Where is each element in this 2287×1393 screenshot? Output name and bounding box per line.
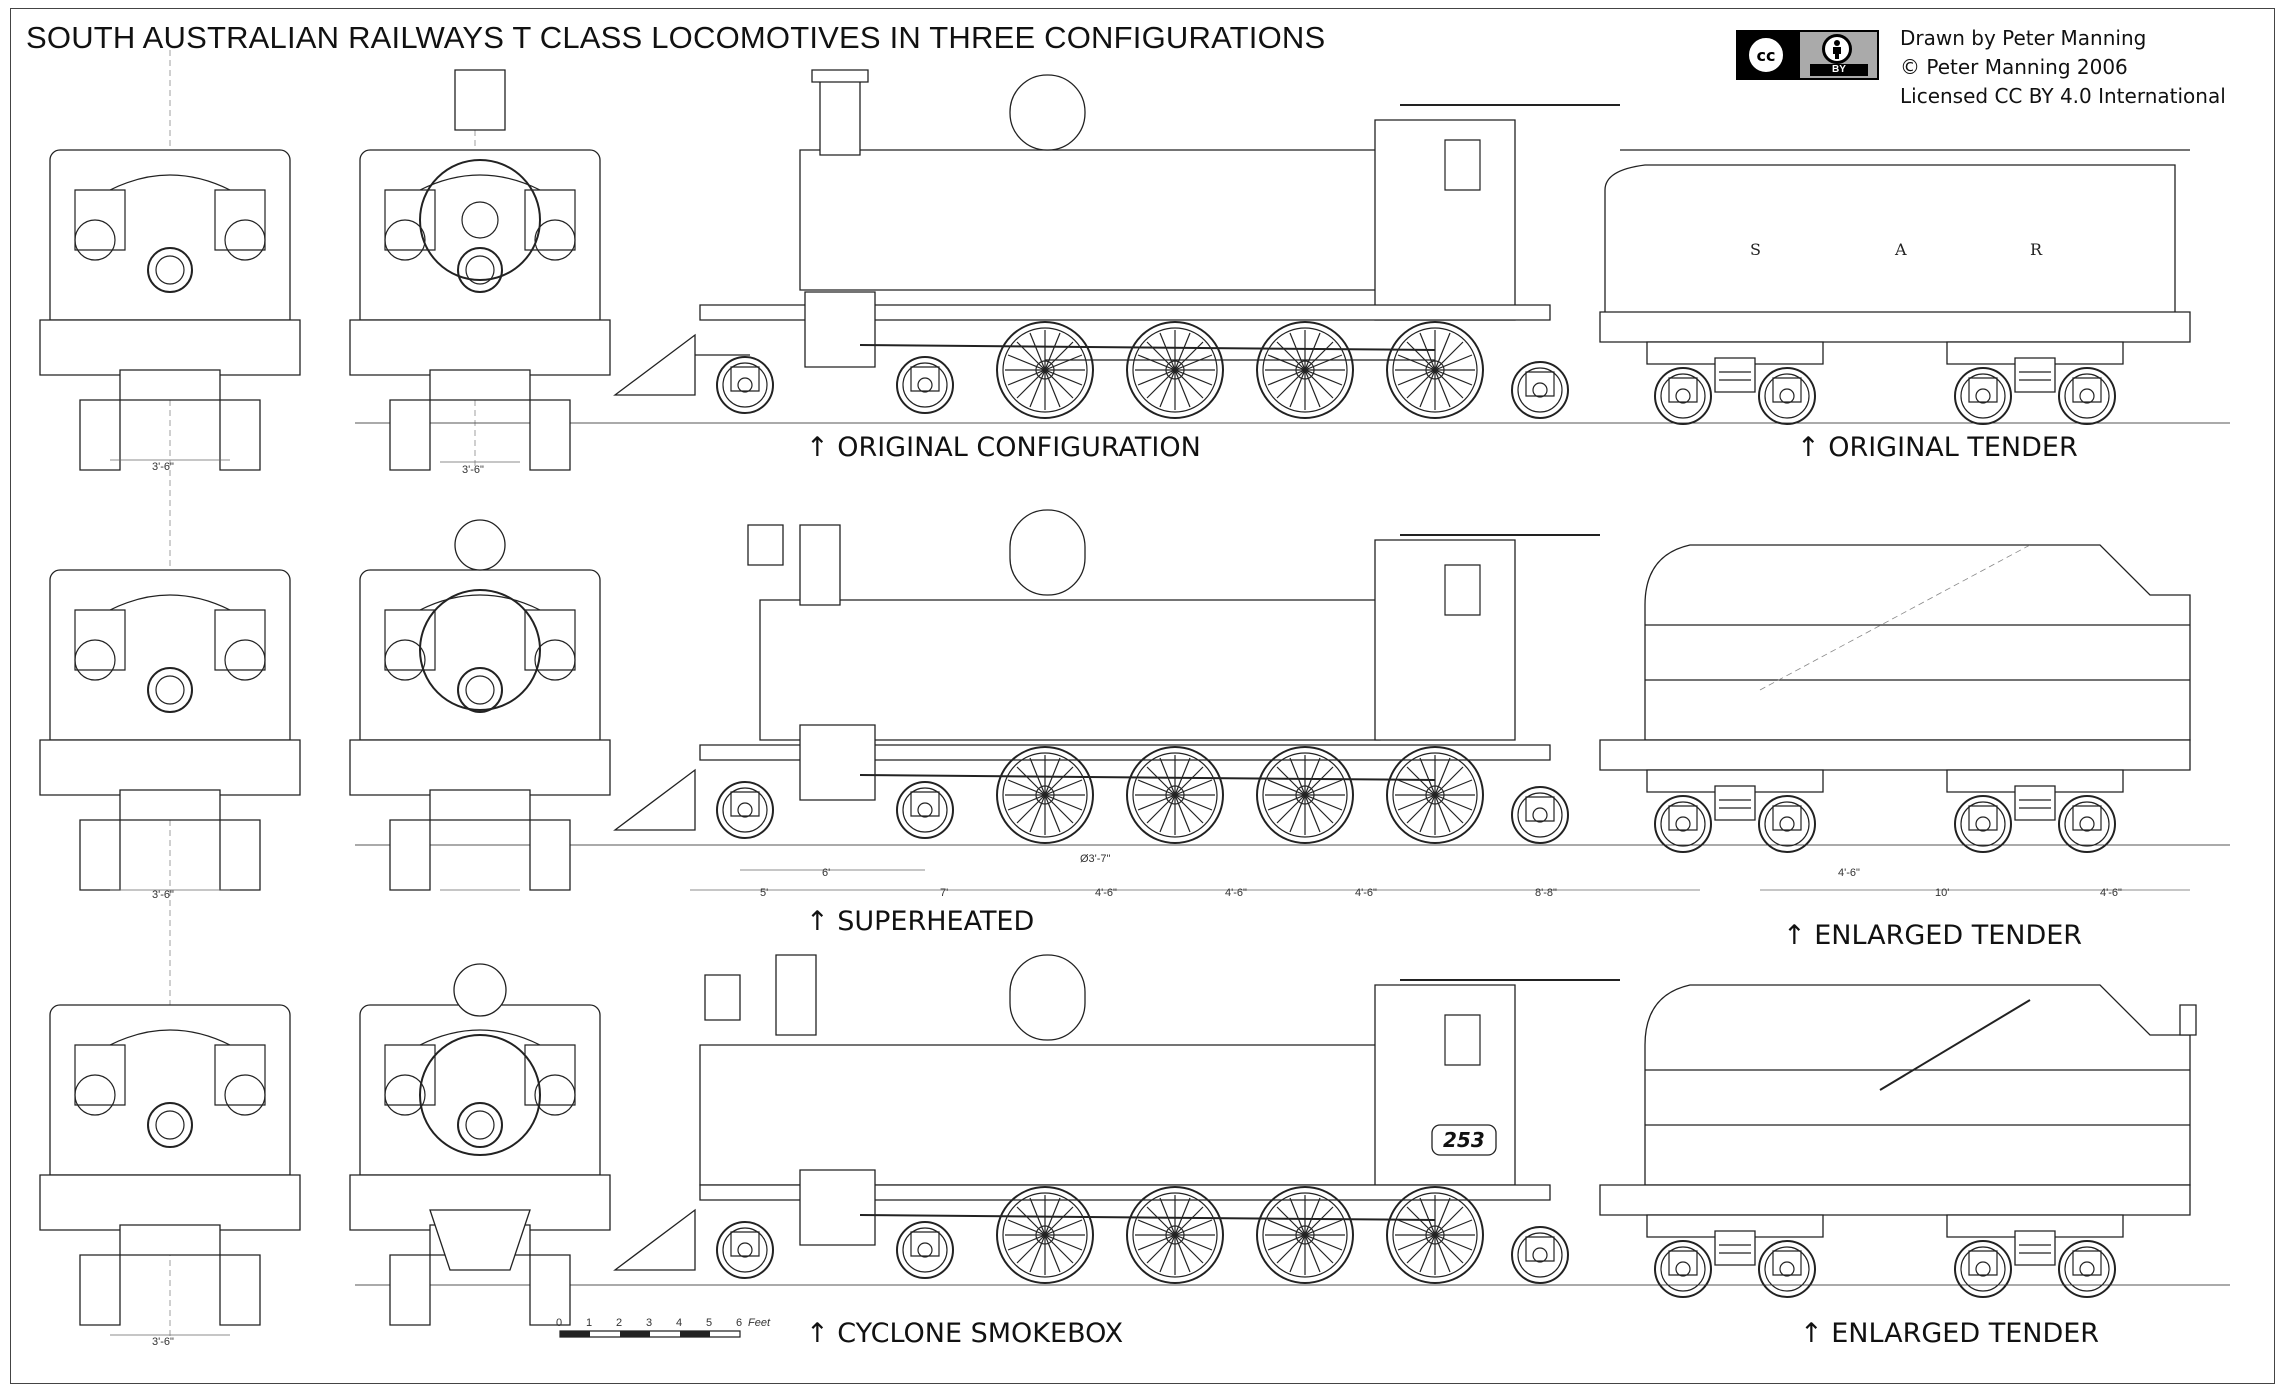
- svg-text:A: A: [1894, 240, 1907, 259]
- scale-tick-0: 0: [556, 1317, 562, 1329]
- caption-cyclone-smokebox: ↑ CYCLONE SMOKEBOX: [806, 1318, 1124, 1349]
- rear-view-row3: 3'-6": [39, 1004, 301, 1348]
- svg-text:8'-8": 8'-8": [1535, 887, 1557, 899]
- scale-tick-3: 3: [646, 1317, 652, 1329]
- cc-logo-icon: cc: [1746, 35, 1786, 75]
- scale-bar: 0 1 2 3 4 5 6 Feet: [556, 1317, 771, 1337]
- svg-text:4'-6": 4'-6": [1095, 887, 1117, 899]
- front-view-row3: [349, 964, 611, 1326]
- locomotive-side-row2: Ø3'-7" 5' 6' 7' 4'-6" 4'-6" 4'-6" 8'-8" …: [615, 510, 2190, 899]
- scale-unit: Feet: [748, 1317, 771, 1329]
- svg-text:4'-6": 4'-6": [1838, 867, 1860, 879]
- by-label: BY: [1810, 64, 1868, 76]
- svg-text:4'-6": 4'-6": [2100, 887, 2122, 899]
- attribution-person-icon: [1822, 34, 1852, 64]
- rear-view-row2: [39, 569, 301, 891]
- credits-block: Drawn by Peter Manning © Peter Manning 2…: [1900, 24, 2226, 111]
- scale-tick-4: 4: [676, 1317, 682, 1329]
- front-view-row2: 3'-6": [152, 520, 611, 901]
- svg-text:253: 253: [1443, 1128, 1485, 1152]
- drawing-title: SOUTH AUSTRALIAN RAILWAYS T CLASS LOCOMO…: [26, 20, 1326, 55]
- svg-text:10': 10': [1935, 887, 1949, 899]
- credit-copyright: © Peter Manning 2006: [1900, 55, 2128, 79]
- drawing-frame: [10, 8, 2275, 1384]
- caption-enlarged-tender-row3: ↑ ENLARGED TENDER: [1800, 1318, 2100, 1349]
- svg-text:S: S: [1750, 240, 1761, 259]
- scale-tick-5: 5: [706, 1317, 712, 1329]
- scale-tick-1: 1: [586, 1317, 592, 1329]
- front-view-row1: 3'-6": [349, 70, 611, 476]
- svg-text:3'-6": 3'-6": [152, 1336, 174, 1348]
- svg-text:4'-6": 4'-6": [1355, 887, 1377, 899]
- caption-enlarged-tender-row2: ↑ ENLARGED TENDER: [1783, 920, 2083, 951]
- scale-tick-6: 6: [736, 1317, 742, 1329]
- credit-license: Licensed CC BY 4.0 International: [1900, 84, 2226, 108]
- svg-text:5': 5': [760, 887, 768, 899]
- tender-side-row1: S A R: [1600, 150, 2190, 424]
- credit-drawn-by: Drawn by Peter Manning: [1900, 26, 2147, 50]
- caption-original-tender: ↑ ORIGINAL TENDER: [1797, 432, 2078, 463]
- svg-text:3'-6": 3'-6": [152, 889, 174, 901]
- cc-by-license-badge: cc BY: [1736, 30, 1879, 80]
- svg-text:Ø3'-7": Ø3'-7": [1080, 853, 1111, 865]
- locomotive-side-row3: 253: [615, 955, 1620, 1284]
- caption-original-configuration: ↑ ORIGINAL CONFIGURATION: [806, 432, 1201, 463]
- locomotive-side-row1: [615, 70, 1620, 419]
- svg-text:3'-6": 3'-6": [462, 464, 484, 476]
- scale-tick-2: 2: [616, 1317, 622, 1329]
- tender-side-row3: [1600, 985, 2196, 1297]
- svg-text:4'-6": 4'-6": [1225, 887, 1247, 899]
- svg-text:3'-6": 3'-6": [152, 461, 174, 473]
- svg-text:R: R: [2030, 240, 2043, 259]
- rear-view-row1: 3'-6": [39, 149, 301, 473]
- tender-side-row2: [1600, 545, 2190, 852]
- svg-text:7': 7': [940, 887, 948, 899]
- caption-superheated: ↑ SUPERHEATED: [806, 906, 1035, 937]
- svg-text:6': 6': [822, 867, 830, 879]
